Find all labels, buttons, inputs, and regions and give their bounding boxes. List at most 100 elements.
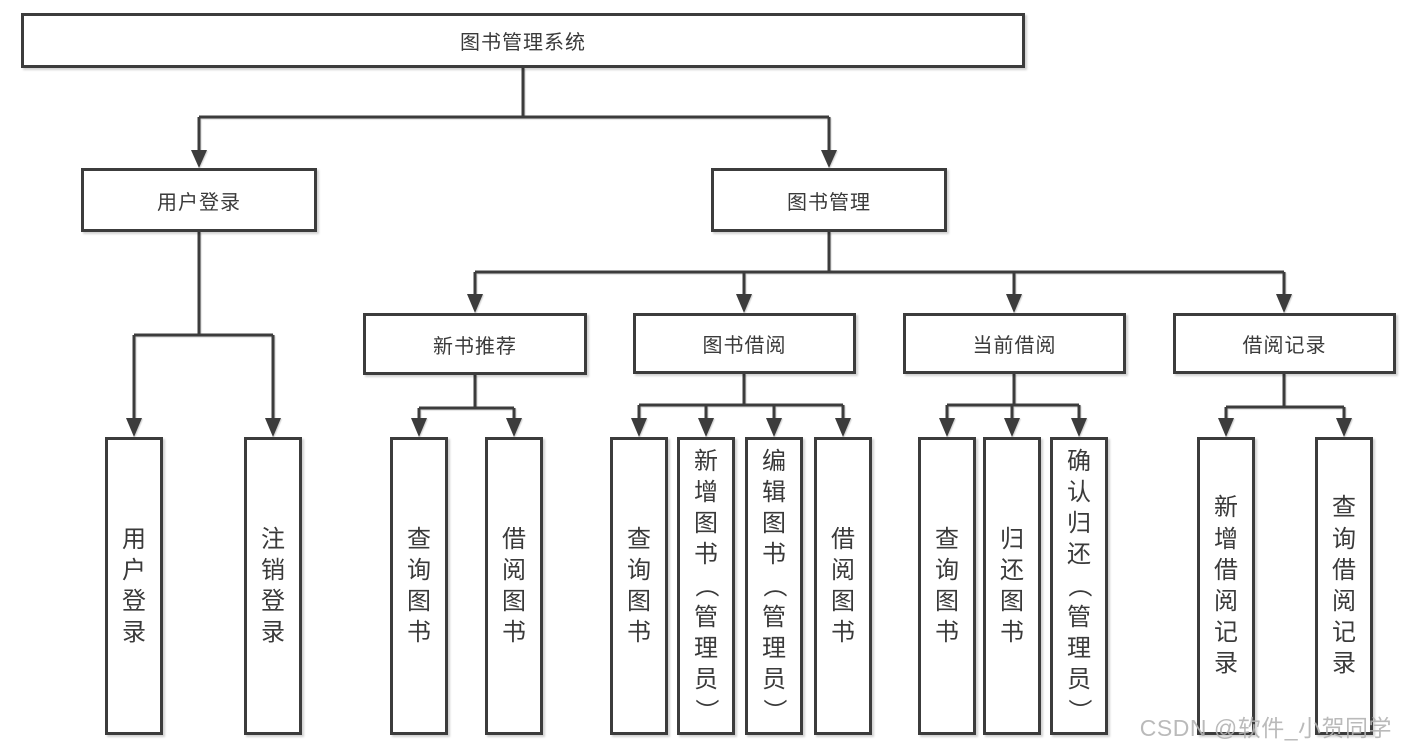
vertical-glyph: ） xyxy=(760,698,788,723)
vertical-glyph: 还 xyxy=(1067,541,1091,569)
vertical-glyph: 理 xyxy=(1067,634,1091,662)
vertical-glyph: 图 xyxy=(762,510,786,538)
arrowhead xyxy=(1071,418,1087,437)
vertical-glyph: 借 xyxy=(1332,556,1356,584)
vertical-glyph: 员 xyxy=(1067,665,1091,693)
leaf-node-query-borrow-record: 查询借阅记录 xyxy=(1315,437,1373,735)
vertical-glyph: 录 xyxy=(1332,650,1356,678)
vertical-glyph: 录 xyxy=(1214,650,1238,678)
vertical-glyph: 书 xyxy=(935,619,959,647)
leaf-node-confirm-return-admin: 确认归还（管理员） xyxy=(1050,437,1108,735)
vertical-glyph: 阅 xyxy=(502,556,526,584)
vertical-glyph: 图 xyxy=(502,588,526,615)
vertical-glyph: 书 xyxy=(407,619,431,647)
vertical-glyph: 记 xyxy=(1214,619,1238,647)
vertical-glyph: 书 xyxy=(1000,619,1024,647)
arrowhead xyxy=(821,150,837,168)
arrowhead xyxy=(126,418,142,437)
edges-user-login-to-leaves xyxy=(126,232,281,437)
vertical-glyph: 理 xyxy=(762,634,786,662)
arrowhead xyxy=(411,418,427,437)
leaf-node-add-borrow-record: 新增借阅记录 xyxy=(1197,437,1255,735)
leaf-node-add-book-admin: 新增图书（管理员） xyxy=(677,437,735,735)
vertical-glyph: 增 xyxy=(1214,525,1238,553)
vertical-glyph: 阅 xyxy=(1214,588,1238,615)
vertical-glyph: （ xyxy=(760,574,788,598)
vertical-glyph: 辑 xyxy=(762,478,786,506)
vertical-glyph: 用 xyxy=(122,525,146,553)
vertical-glyph: 归 xyxy=(1067,510,1091,538)
vertical-glyph: 图 xyxy=(627,588,651,615)
vertical-glyph: 登 xyxy=(122,588,146,615)
vertical-glyph: 管 xyxy=(762,603,786,631)
vertical-glyph: 销 xyxy=(261,556,285,584)
arrowhead xyxy=(835,418,851,437)
vertical-glyph: 书 xyxy=(831,619,855,647)
vertical-glyph: 借 xyxy=(831,525,855,553)
vertical-glyph: 注 xyxy=(261,525,285,553)
arrowhead xyxy=(939,418,955,437)
vertical-glyph: 新 xyxy=(694,447,718,475)
vertical-glyph: 记 xyxy=(1332,619,1356,647)
arrowhead xyxy=(191,150,207,168)
leaf-node-borrow-books-recommend: 借阅图书 xyxy=(485,437,543,735)
vertical-glyph: 增 xyxy=(694,478,718,506)
arrowhead xyxy=(1336,418,1352,437)
leaf-node-query-books-recommend: 查询图书 xyxy=(390,437,448,735)
vertical-glyph: 图 xyxy=(935,588,959,615)
arrowhead xyxy=(1004,418,1020,437)
vertical-glyph: 编 xyxy=(762,447,786,475)
vertical-glyph: （ xyxy=(692,574,720,598)
vertical-glyph: 查 xyxy=(1332,494,1356,522)
vertical-glyph: 书 xyxy=(502,619,526,647)
arrowhead xyxy=(766,418,782,437)
vertical-glyph: 新 xyxy=(1214,494,1238,522)
vertical-glyph: 书 xyxy=(762,541,786,569)
vertical-glyph: 图 xyxy=(407,588,431,615)
vertical-glyph: 阅 xyxy=(1332,588,1356,615)
vertical-glyph: 书 xyxy=(627,619,651,647)
arrowhead xyxy=(467,294,483,313)
arrowhead xyxy=(698,418,714,437)
leaf-node-logout: 注销登录 xyxy=(244,437,302,735)
vertical-glyph: 阅 xyxy=(831,556,855,584)
vertical-glyph: 员 xyxy=(694,665,718,693)
vertical-glyph: 查 xyxy=(935,525,959,553)
arrowhead xyxy=(1006,294,1022,313)
vertical-glyph: 询 xyxy=(407,556,431,584)
edges-current-borrowing xyxy=(939,374,1087,437)
edges-root-to-branches xyxy=(191,68,837,168)
vertical-glyph: ） xyxy=(1065,698,1093,723)
arrowhead xyxy=(631,418,647,437)
vertical-glyph: 借 xyxy=(502,525,526,553)
leaf-node-borrow-books: 借阅图书 xyxy=(814,437,872,735)
leaf-node-query-books-current: 查询图书 xyxy=(918,437,976,735)
vertical-glyph: 图 xyxy=(694,510,718,538)
vertical-glyph: 录 xyxy=(261,619,285,647)
root-node-library-system: 图书管理系统 xyxy=(21,13,1025,68)
vertical-glyph: ） xyxy=(692,698,720,723)
module-node-new-book-recommend: 新书推荐 xyxy=(363,313,587,375)
edges-book-management-to-modules xyxy=(467,232,1292,313)
vertical-glyph: 询 xyxy=(1332,525,1356,553)
vertical-glyph: 查 xyxy=(627,525,651,553)
vertical-glyph: 管 xyxy=(1067,603,1091,631)
vertical-glyph: 询 xyxy=(935,556,959,584)
vertical-glyph: 理 xyxy=(694,634,718,662)
vertical-glyph: 还 xyxy=(1000,556,1024,584)
vertical-glyph: 户 xyxy=(122,556,146,584)
leaf-node-user-login: 用户登录 xyxy=(105,437,163,735)
leaf-node-query-books-borrowing: 查询图书 xyxy=(610,437,668,735)
edges-book-borrowing xyxy=(631,374,851,437)
arrowhead xyxy=(736,294,752,313)
vertical-glyph: 借 xyxy=(1214,556,1238,584)
vertical-glyph: 图 xyxy=(831,588,855,615)
branch-node-book-management: 图书管理 xyxy=(711,168,947,232)
watermark: CSDN @软件_小贺同学 xyxy=(1139,715,1392,741)
vertical-glyph: （ xyxy=(1065,574,1093,598)
edges-new-book-recommend xyxy=(411,375,522,437)
edges-borrow-records xyxy=(1218,374,1352,437)
leaf-node-return-book: 归还图书 xyxy=(983,437,1041,735)
vertical-glyph: 确 xyxy=(1067,447,1091,475)
